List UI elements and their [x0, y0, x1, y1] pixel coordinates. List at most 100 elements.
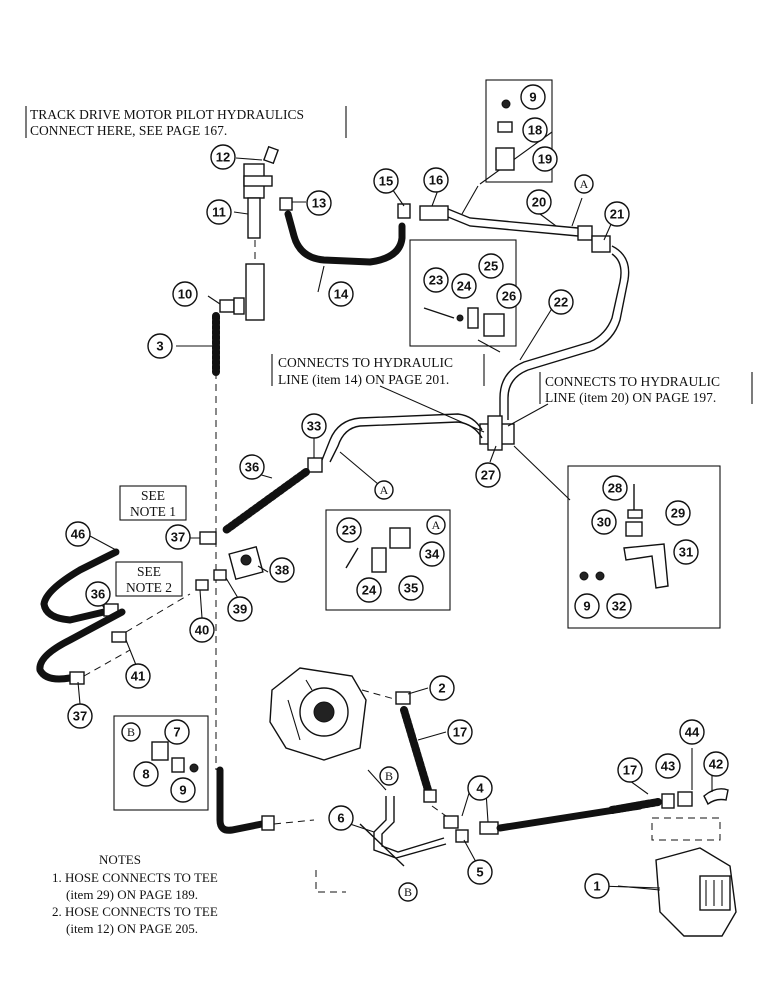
svg-text:A: A	[432, 518, 441, 532]
elbow-37b	[69, 671, 85, 685]
callout-27: 27	[475, 462, 501, 488]
svg-text:24: 24	[362, 583, 377, 598]
svg-text:42: 42	[709, 757, 723, 772]
svg-text:39: 39	[233, 602, 247, 617]
pipe-11-lower	[245, 263, 265, 321]
valve-38	[195, 545, 264, 591]
callout-25: 25	[478, 253, 504, 279]
callout-8: 8	[133, 761, 159, 787]
see-note-2-line1: SEE	[137, 564, 161, 579]
callout-36-lower: 36	[85, 581, 111, 607]
svg-text:6: 6	[337, 811, 344, 826]
callout-43: 43	[655, 753, 681, 779]
callout-3: 3	[147, 333, 173, 359]
tube-20	[447, 208, 579, 237]
inset-box-bracket	[567, 465, 721, 629]
svg-text:9: 9	[529, 90, 536, 105]
callout-1: 1	[584, 873, 610, 899]
svg-text:A: A	[380, 483, 389, 497]
elbow-2	[395, 691, 411, 705]
see-note-1-line1: SEE	[141, 488, 165, 503]
letter-b-tube-top: B	[379, 766, 399, 786]
svg-text:36: 36	[245, 460, 259, 475]
elbow-42	[703, 788, 729, 806]
fitting-40	[195, 579, 209, 591]
svg-text:14: 14	[334, 287, 349, 302]
callout-29: 29	[665, 500, 691, 526]
callouts: 9 18 19 12 13 11 15 16 20 21 14 10 3 23 …	[65, 84, 729, 899]
svg-text:26: 26	[502, 289, 516, 304]
svg-text:46: 46	[71, 527, 85, 542]
svg-text:20: 20	[532, 195, 546, 210]
fitting-39	[213, 569, 227, 581]
svg-text:33: 33	[307, 419, 321, 434]
drive-motor	[655, 847, 737, 937]
svg-text:41: 41	[131, 669, 145, 684]
svg-text:5: 5	[476, 865, 483, 880]
hose-lower-left	[216, 766, 266, 834]
svg-text:13: 13	[312, 196, 326, 211]
svg-text:1: 1	[593, 879, 600, 894]
track-drive-label-line2: CONNECT HERE, SEE PAGE 167.	[30, 123, 227, 138]
svg-text:21: 21	[610, 207, 624, 222]
callout-12: 12	[210, 144, 236, 170]
callout-33: 33	[301, 413, 327, 439]
callout-37-upper: 37	[165, 524, 191, 550]
callout-13: 13	[306, 190, 332, 216]
callout-23-upper: 23	[423, 267, 449, 293]
callout-17-upper: 17	[447, 719, 473, 745]
svg-text:29: 29	[671, 506, 685, 521]
svg-text:19: 19	[538, 152, 552, 167]
inset-box-clamp-middle	[325, 509, 451, 611]
letter-b-inset: B	[121, 722, 141, 742]
callout-2: 2	[429, 675, 455, 701]
svg-text:B: B	[385, 769, 393, 783]
svg-text:30: 30	[597, 515, 611, 530]
letter-a-inset: A	[426, 515, 446, 535]
fitting-16	[419, 205, 449, 221]
connects-197-line1: CONNECTS TO HYDRAULIC	[545, 374, 720, 389]
tee-27	[479, 415, 515, 451]
hose-17-upper	[400, 706, 432, 794]
hose-36-upper	[222, 468, 310, 534]
callout-36-upper: 36	[239, 454, 265, 480]
callout-9-bracket: 9	[574, 593, 600, 619]
svg-text:34: 34	[425, 547, 440, 562]
connects-201-line2: LINE (item 14) ON PAGE 201.	[278, 372, 449, 387]
callout-24-middle: 24	[356, 577, 382, 603]
callout-16: 16	[423, 167, 449, 193]
note-2-line1: 2. HOSE CONNECTS TO TEE	[52, 904, 218, 919]
callout-7: 7	[164, 719, 190, 745]
note-1-line2: (item 29) ON PAGE 189.	[66, 887, 198, 902]
svg-text:28: 28	[608, 481, 622, 496]
letter-a-top: A	[574, 174, 594, 194]
tubes-6	[359, 796, 447, 867]
elbow-10	[219, 299, 235, 313]
svg-text:7: 7	[173, 725, 180, 740]
tube-22	[499, 245, 630, 420]
inset-bracket-parts	[579, 484, 669, 589]
callout-34: 34	[419, 541, 445, 567]
callout-37-lower: 37	[67, 703, 93, 729]
callout-17-lower: 17	[617, 757, 643, 783]
tee-valve-12	[263, 145, 279, 165]
callout-35: 35	[398, 575, 424, 601]
callout-20: 20	[526, 189, 552, 215]
inset-box-valve	[485, 79, 553, 183]
tee-side	[243, 175, 273, 187]
callout-42: 42	[703, 751, 729, 777]
svg-text:4: 4	[476, 781, 484, 796]
notes-title: NOTES	[99, 852, 141, 867]
callout-24-upper: 24	[451, 273, 477, 299]
connects-197-line2: LINE (item 20) ON PAGE 197.	[545, 390, 716, 405]
svg-text:17: 17	[623, 763, 637, 778]
callout-46: 46	[65, 521, 91, 547]
callout-32: 32	[606, 593, 632, 619]
see-note-1-line2: NOTE 1	[130, 504, 176, 519]
svg-text:16: 16	[429, 173, 443, 188]
svg-text:9: 9	[583, 599, 590, 614]
elbow-10-body	[233, 297, 245, 315]
fitting-44	[677, 791, 693, 807]
